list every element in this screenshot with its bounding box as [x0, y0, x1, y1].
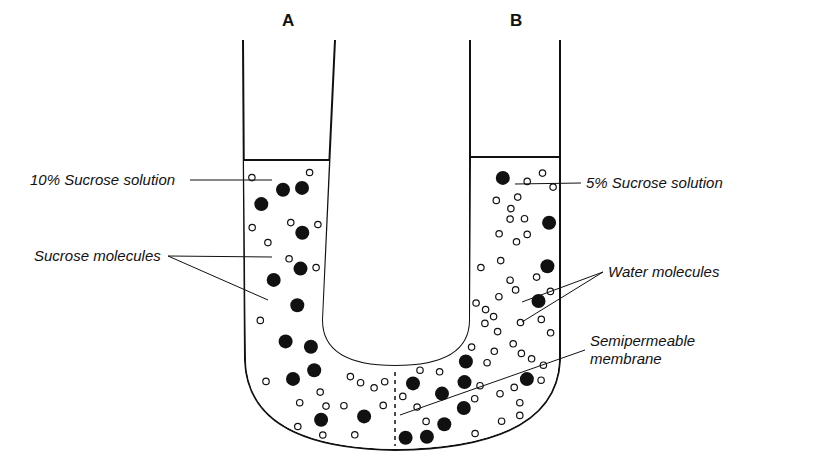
arm-label: A	[282, 12, 294, 30]
leader-lines	[168, 180, 603, 415]
water-molecule	[510, 341, 516, 347]
solution-label: 5% Sucrose solution	[586, 174, 723, 192]
molecule-label: Water molecules	[608, 263, 719, 281]
sucrose-molecule	[406, 376, 420, 390]
water-molecule	[512, 287, 518, 293]
sucrose-molecule	[304, 340, 318, 354]
water-molecule	[286, 256, 292, 262]
water-molecule	[517, 319, 523, 325]
sucrose-molecule	[295, 181, 309, 195]
water-molecule	[306, 169, 312, 175]
water-molecule	[547, 330, 553, 336]
water-molecule	[490, 313, 496, 319]
solution-label: 10% Sucrose solution	[30, 171, 175, 189]
sucrose-molecule	[357, 409, 371, 423]
water-molecule	[317, 389, 323, 395]
sucrose-molecule	[458, 375, 472, 389]
molecules	[249, 169, 557, 445]
water-molecule	[313, 264, 319, 270]
water-molecule	[352, 432, 358, 438]
water-molecule	[265, 239, 271, 245]
water-molecule	[263, 378, 269, 384]
water-molecule	[515, 194, 521, 200]
water-molecule	[320, 432, 326, 438]
water-molecule	[371, 385, 377, 391]
water-molecule	[323, 403, 329, 409]
sucrose-molecule	[496, 171, 510, 185]
water-molecule	[550, 184, 556, 190]
water-molecule	[249, 224, 255, 230]
sucrose-molecule	[307, 363, 321, 377]
arm-label: B	[510, 12, 522, 30]
water-molecule	[484, 360, 490, 366]
water-molecule	[521, 216, 527, 222]
sucrose-molecule	[520, 372, 534, 386]
water-molecule	[341, 403, 347, 409]
sucrose-molecule	[542, 216, 556, 230]
water-molecule	[295, 423, 301, 429]
water-molecule	[473, 300, 479, 306]
water-molecule	[478, 264, 484, 270]
water-molecule	[538, 316, 544, 322]
water-molecule	[482, 306, 488, 312]
sucrose-molecule	[279, 334, 293, 348]
sucrose-molecule	[420, 430, 434, 444]
water-molecule	[518, 350, 524, 356]
sucrose-molecule	[286, 372, 300, 386]
sucrose-molecule	[295, 226, 309, 240]
water-molecule	[400, 393, 406, 399]
water-molecule	[493, 197, 499, 203]
membrane	[394, 372, 396, 446]
sucrose-molecule	[457, 401, 471, 415]
water-molecule	[513, 239, 519, 245]
water-molecule	[423, 418, 429, 424]
u-tube	[243, 40, 560, 450]
water-molecule	[382, 379, 388, 385]
water-molecule	[508, 205, 514, 211]
sucrose-molecule	[290, 298, 304, 312]
water-molecule	[494, 328, 500, 334]
water-molecule	[517, 400, 523, 406]
sucrose-molecule	[437, 417, 451, 431]
sucrose-molecule	[294, 262, 308, 276]
water-molecule	[507, 216, 513, 222]
molecule-label: Sucrose molecules	[34, 247, 161, 265]
water-molecule	[468, 344, 474, 350]
water-molecule	[472, 430, 478, 436]
water-molecule	[533, 274, 539, 280]
sucrose-molecule	[399, 431, 413, 445]
water-molecule	[511, 384, 517, 390]
water-molecule	[347, 373, 353, 379]
water-molecule	[539, 170, 545, 176]
sucrose-molecule	[276, 183, 290, 197]
water-molecule	[498, 418, 504, 424]
water-molecule	[288, 219, 294, 225]
water-molecule	[436, 369, 442, 375]
water-molecule	[257, 317, 263, 323]
water-molecule	[517, 412, 523, 418]
sucrose-molecule	[254, 197, 268, 211]
water-molecule	[496, 231, 502, 237]
water-molecule	[472, 396, 478, 402]
sucrose-molecule	[459, 355, 473, 369]
water-molecule	[482, 320, 488, 326]
sucrose-molecule	[267, 273, 281, 287]
water-molecule	[357, 380, 363, 386]
water-molecule	[315, 221, 321, 227]
water-molecule	[497, 391, 503, 397]
water-molecule	[380, 402, 386, 408]
water-molecule	[496, 294, 502, 300]
water-molecule	[507, 277, 513, 283]
sucrose-molecule	[540, 259, 554, 273]
water-molecule	[297, 400, 303, 406]
water-molecule	[524, 231, 530, 237]
membrane-label: Semipermeable membrane	[590, 332, 760, 368]
water-molecule	[491, 348, 497, 354]
water-molecule	[528, 356, 534, 362]
water-molecule	[538, 377, 544, 383]
sucrose-molecule	[314, 413, 328, 427]
water-molecule	[498, 257, 504, 263]
water-molecule	[417, 367, 423, 373]
